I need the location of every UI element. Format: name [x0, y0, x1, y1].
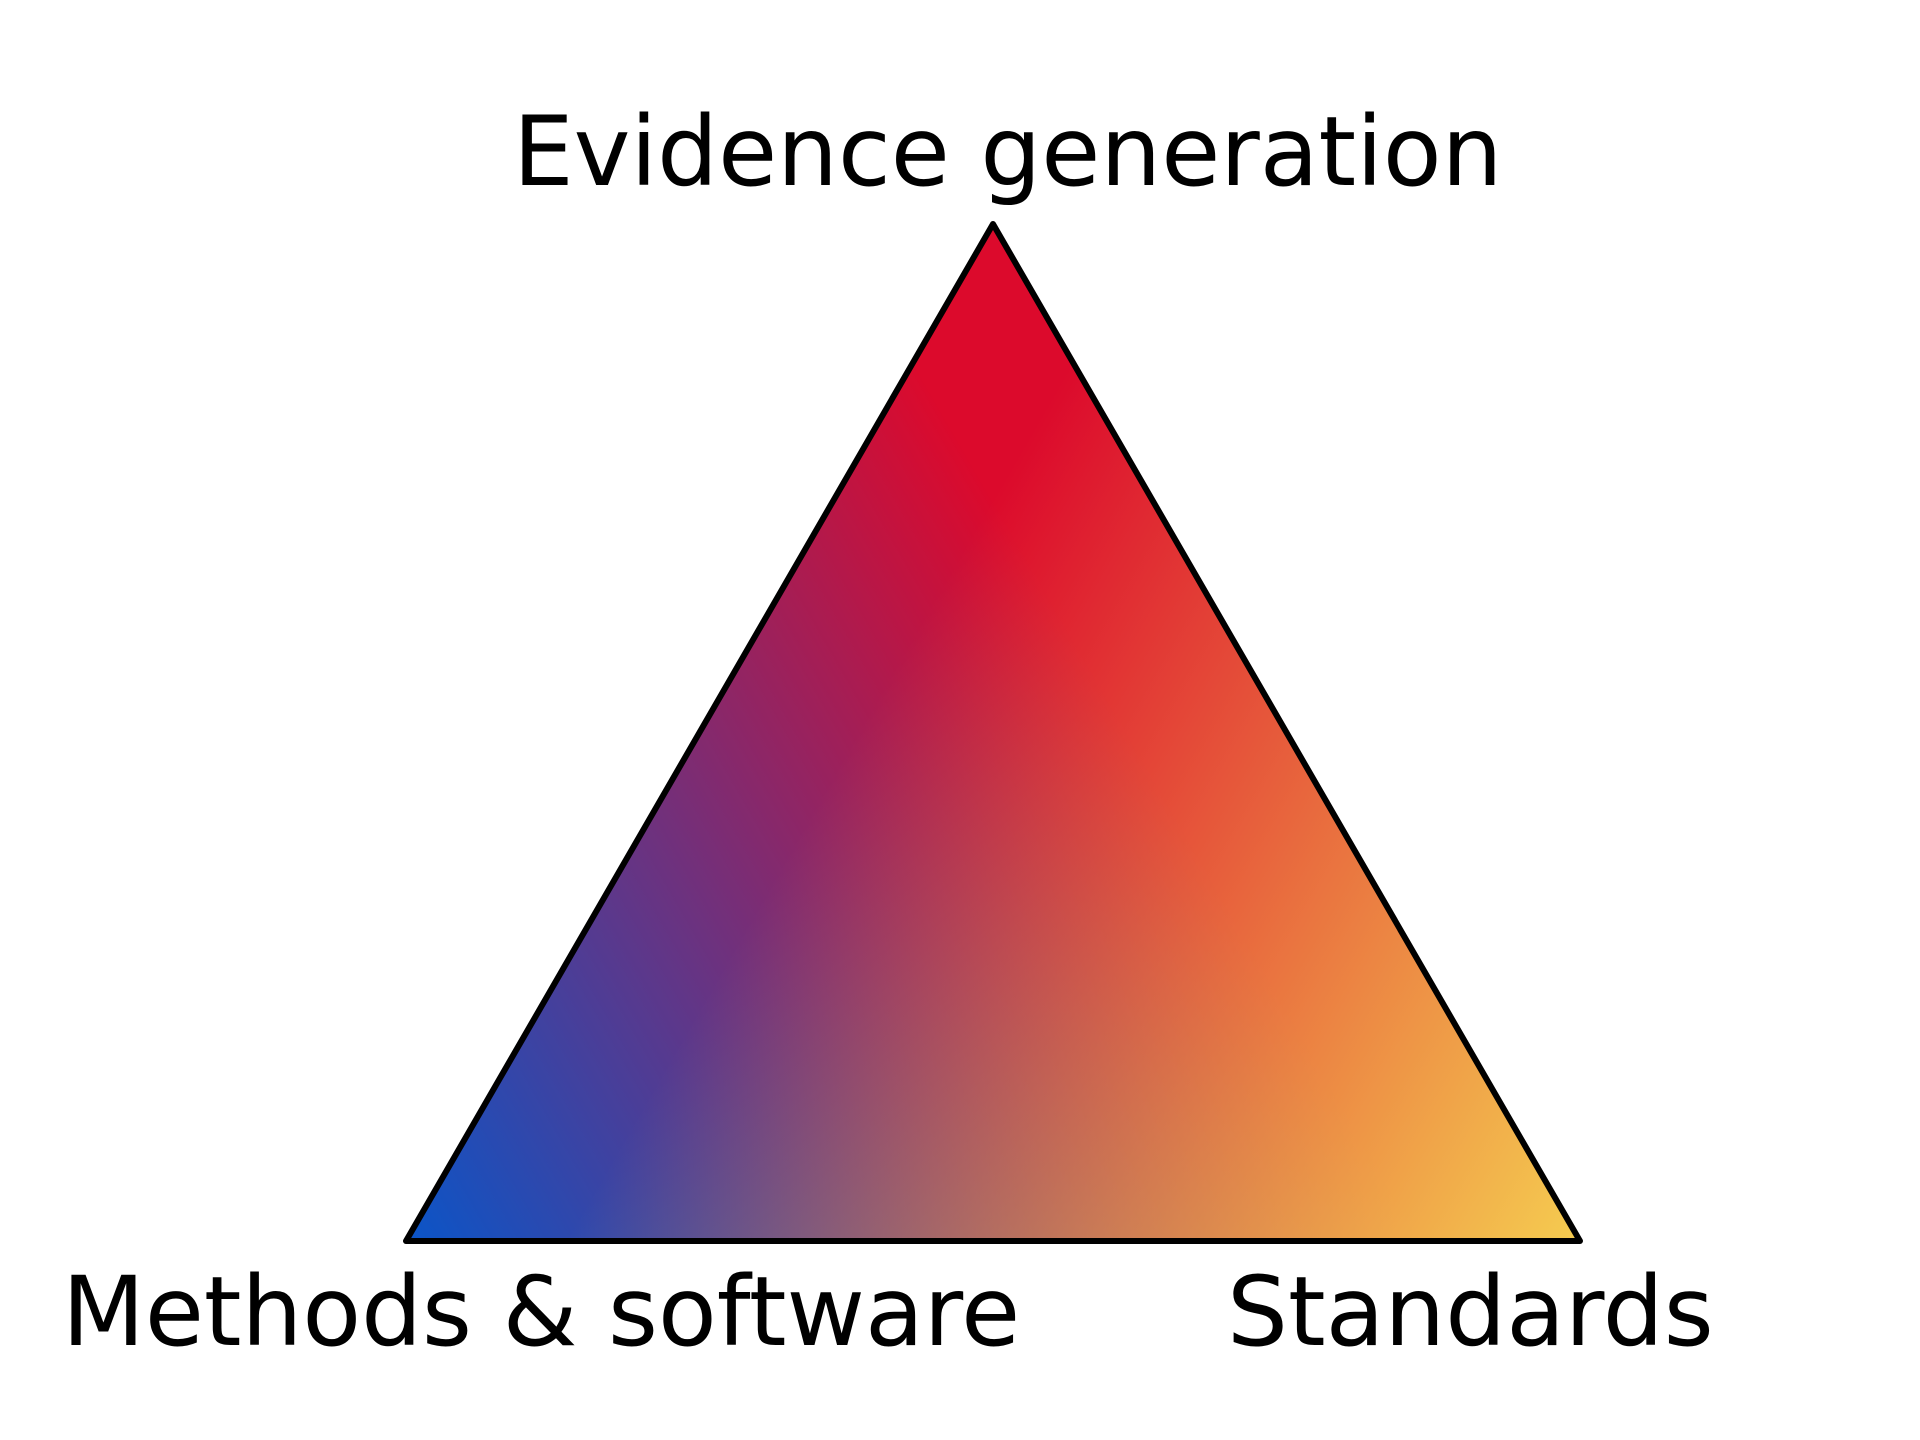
vertex-label-methods-software: Methods & software: [62, 1256, 1021, 1368]
triangle-fill-yellow-blend: [406, 224, 1580, 1241]
vertex-label-evidence-generation: Evidence generation: [513, 96, 1503, 208]
vertex-label-standards: Standards: [1227, 1256, 1714, 1368]
triangle-outline: [403, 221, 1583, 1244]
